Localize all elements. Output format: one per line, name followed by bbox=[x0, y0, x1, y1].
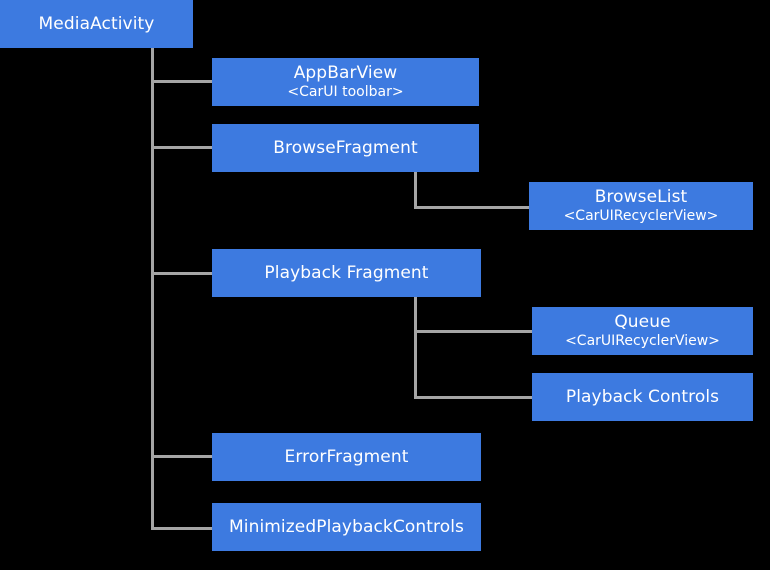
edge-branch-browse-list bbox=[414, 206, 532, 209]
node-playback-controls[interactable]: Playback Controls bbox=[532, 373, 753, 421]
edge-branch-playback-controls bbox=[414, 396, 535, 399]
node-app-bar-view[interactable]: AppBarView <CarUI toolbar> bbox=[212, 58, 479, 106]
node-media-activity-title: MediaActivity bbox=[38, 13, 155, 34]
node-playback-controls-title: Playback Controls bbox=[565, 386, 720, 407]
node-playback-fragment-title: Playback Fragment bbox=[264, 262, 429, 283]
node-queue-title: Queue bbox=[614, 312, 671, 333]
node-media-activity[interactable]: MediaActivity bbox=[0, 0, 193, 48]
edge-trunk-playback bbox=[414, 297, 417, 399]
node-browse-fragment[interactable]: BrowseFragment bbox=[212, 124, 479, 172]
edge-branch-playback-fragment bbox=[151, 272, 212, 275]
node-queue-subtitle: <CarUIRecyclerView> bbox=[565, 333, 720, 350]
edge-trunk-browse bbox=[414, 172, 417, 209]
edge-trunk-main bbox=[151, 48, 154, 527]
node-browse-list-title: BrowseList bbox=[594, 187, 688, 208]
node-queue[interactable]: Queue <CarUIRecyclerView> bbox=[532, 307, 753, 355]
node-app-bar-view-title: AppBarView bbox=[293, 63, 398, 84]
node-minimized-playback-controls[interactable]: MinimizedPlaybackControls bbox=[212, 503, 481, 551]
node-playback-fragment[interactable]: Playback Fragment bbox=[212, 249, 481, 297]
node-app-bar-view-subtitle: <CarUI toolbar> bbox=[287, 84, 404, 101]
edge-branch-error-fragment bbox=[151, 455, 212, 458]
node-minimized-playback-controls-title: MinimizedPlaybackControls bbox=[228, 516, 464, 537]
node-error-fragment[interactable]: ErrorFragment bbox=[212, 433, 481, 481]
node-browse-list-subtitle: <CarUIRecyclerView> bbox=[563, 208, 719, 225]
edge-branch-app-bar-view bbox=[151, 80, 212, 83]
edge-branch-queue bbox=[414, 330, 535, 333]
edge-branch-browse-fragment bbox=[151, 146, 212, 149]
node-error-fragment-title: ErrorFragment bbox=[284, 446, 409, 467]
edge-branch-minimized-playback-controls bbox=[151, 527, 212, 530]
node-browse-fragment-title: BrowseFragment bbox=[273, 137, 418, 158]
node-browse-list[interactable]: BrowseList <CarUIRecyclerView> bbox=[529, 182, 753, 230]
